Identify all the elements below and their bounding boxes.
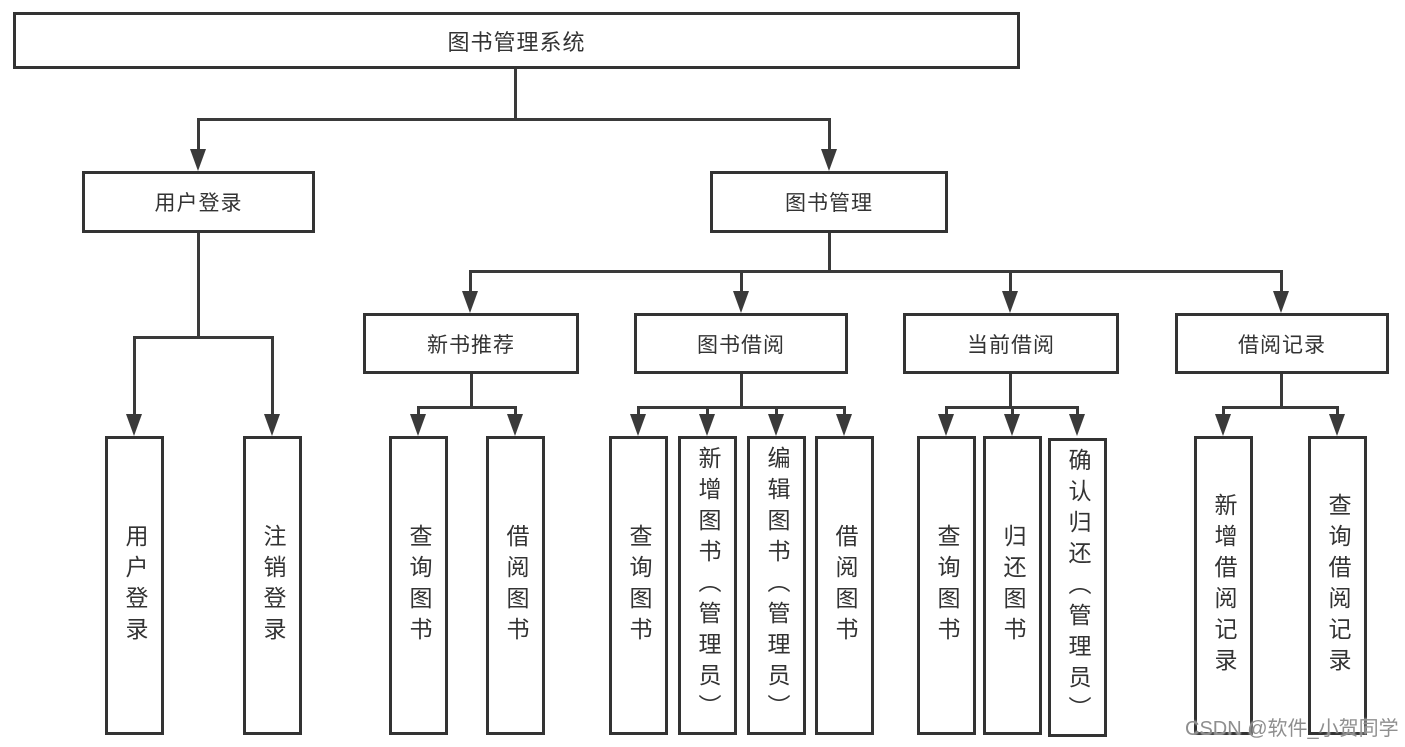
node-borrowing-records-label: 借阅记录 bbox=[1238, 333, 1326, 357]
node-current-borrowing-label: 当前借阅 bbox=[967, 333, 1055, 357]
leaf-query-borrow-record-label: 查询借阅记录 bbox=[1325, 492, 1351, 679]
connector-line-v bbox=[945, 406, 948, 418]
leaf-query-books-current-label: 查询图书 bbox=[934, 523, 960, 648]
arrow-down-icon bbox=[699, 414, 715, 436]
connector-line-v bbox=[470, 374, 473, 406]
leaf-edit-books-admin-label: 编辑图书（管理员） bbox=[764, 446, 790, 725]
node-borrowing-records: 借阅记录 bbox=[1175, 313, 1389, 374]
connector-line-v bbox=[706, 406, 709, 418]
arrow-down-icon bbox=[768, 414, 784, 436]
arrow-down-icon bbox=[190, 149, 206, 171]
node-new-book-recommend-label: 新书推荐 bbox=[427, 333, 515, 357]
node-root: 图书管理系统 bbox=[13, 12, 1020, 69]
leaf-query-books-recommend-label: 查询图书 bbox=[406, 523, 432, 648]
node-book-management: 图书管理 bbox=[710, 171, 948, 233]
connector-line-v bbox=[1280, 374, 1283, 406]
connector-line-v bbox=[843, 406, 846, 418]
connector-line-v bbox=[1009, 270, 1012, 295]
connector-line-v bbox=[1076, 406, 1079, 418]
connector-line-v bbox=[828, 118, 831, 152]
connector-line-h bbox=[197, 118, 831, 121]
arrow-down-icon bbox=[410, 414, 426, 436]
connector-line-h bbox=[1222, 406, 1339, 409]
leaf-edit-books-admin: 编辑图书（管理员） bbox=[747, 436, 806, 735]
connector-line-v bbox=[514, 69, 517, 118]
leaf-query-books-current: 查询图书 bbox=[917, 436, 976, 735]
node-book-borrowing: 图书借阅 bbox=[634, 313, 848, 374]
leaf-query-borrow-record: 查询借阅记录 bbox=[1308, 436, 1367, 735]
arrow-down-icon bbox=[836, 414, 852, 436]
arrow-down-icon bbox=[264, 414, 280, 436]
arrow-down-icon bbox=[938, 414, 954, 436]
connector-line-v bbox=[1011, 406, 1014, 418]
arrow-down-icon bbox=[1329, 414, 1345, 436]
arrow-down-icon bbox=[1004, 414, 1020, 436]
connector-line-v bbox=[1280, 270, 1283, 295]
leaf-confirm-return-admin-label: 确认归还（管理员） bbox=[1065, 448, 1091, 727]
node-book-management-label: 图书管理 bbox=[785, 192, 873, 215]
arrow-down-icon bbox=[507, 414, 523, 436]
connector-line-v bbox=[1336, 406, 1339, 418]
leaf-logout: 注销登录 bbox=[243, 436, 302, 735]
arrow-down-icon bbox=[1215, 414, 1231, 436]
arrow-down-icon bbox=[462, 291, 478, 313]
node-book-borrowing-label: 图书借阅 bbox=[697, 333, 785, 357]
connector-line-v bbox=[417, 406, 420, 418]
node-root-label: 图书管理系统 bbox=[447, 29, 586, 55]
leaf-borrow-books-recommend-label: 借阅图书 bbox=[503, 523, 529, 648]
connector-line-v bbox=[133, 336, 136, 418]
leaf-return-books: 归还图书 bbox=[983, 436, 1042, 735]
connector-line-v bbox=[514, 406, 517, 418]
arrow-down-icon bbox=[733, 291, 749, 313]
node-user-login: 用户登录 bbox=[82, 171, 315, 233]
arrow-down-icon bbox=[1002, 291, 1018, 313]
node-current-borrowing: 当前借阅 bbox=[903, 313, 1119, 374]
connector-line-v bbox=[828, 233, 831, 270]
connector-line-h bbox=[133, 336, 274, 339]
connector-line-v bbox=[1009, 374, 1012, 406]
connector-line-v bbox=[197, 233, 200, 336]
connector-line-v bbox=[775, 406, 778, 418]
arrow-down-icon bbox=[630, 414, 646, 436]
leaf-user-login: 用户登录 bbox=[105, 436, 164, 735]
node-user-login-label: 用户登录 bbox=[154, 192, 243, 215]
connector-line-v bbox=[1222, 406, 1225, 418]
leaf-user-login-label: 用户登录 bbox=[122, 523, 148, 648]
leaf-add-books-admin-label: 新增图书（管理员） bbox=[695, 446, 721, 725]
connector-line-v bbox=[469, 270, 472, 295]
arrow-down-icon bbox=[1273, 291, 1289, 313]
connector-line-v bbox=[740, 270, 743, 295]
leaf-confirm-return-admin: 确认归还（管理员） bbox=[1048, 438, 1107, 737]
leaf-add-borrow-record: 新增借阅记录 bbox=[1194, 436, 1253, 735]
arrow-down-icon bbox=[821, 149, 837, 171]
watermark: CSDN @软件_小贺同学 bbox=[1185, 718, 1399, 740]
leaf-add-borrow-record-label: 新增借阅记录 bbox=[1211, 492, 1237, 679]
arrow-down-icon bbox=[126, 414, 142, 436]
connector-line-h bbox=[469, 270, 1282, 273]
leaf-add-books-admin: 新增图书（管理员） bbox=[678, 436, 737, 735]
leaf-return-books-label: 归还图书 bbox=[1000, 523, 1026, 648]
leaf-borrow-books-label: 借阅图书 bbox=[832, 523, 858, 648]
leaf-query-books-borrowing: 查询图书 bbox=[609, 436, 668, 735]
arrow-down-icon bbox=[1069, 414, 1085, 436]
leaf-query-books-recommend: 查询图书 bbox=[389, 436, 448, 735]
connector-line-v bbox=[271, 336, 274, 418]
connector-line-v bbox=[637, 406, 640, 418]
node-new-book-recommend: 新书推荐 bbox=[363, 313, 579, 374]
leaf-borrow-books: 借阅图书 bbox=[815, 436, 874, 735]
leaf-query-books-borrowing-label: 查询图书 bbox=[626, 523, 652, 648]
connector-line-h bbox=[637, 406, 846, 409]
connector-line-v bbox=[197, 118, 200, 152]
connector-line-v bbox=[740, 374, 743, 406]
leaf-borrow-books-recommend: 借阅图书 bbox=[486, 436, 545, 735]
connector-line-h bbox=[417, 406, 517, 409]
leaf-logout-label: 注销登录 bbox=[260, 523, 286, 648]
